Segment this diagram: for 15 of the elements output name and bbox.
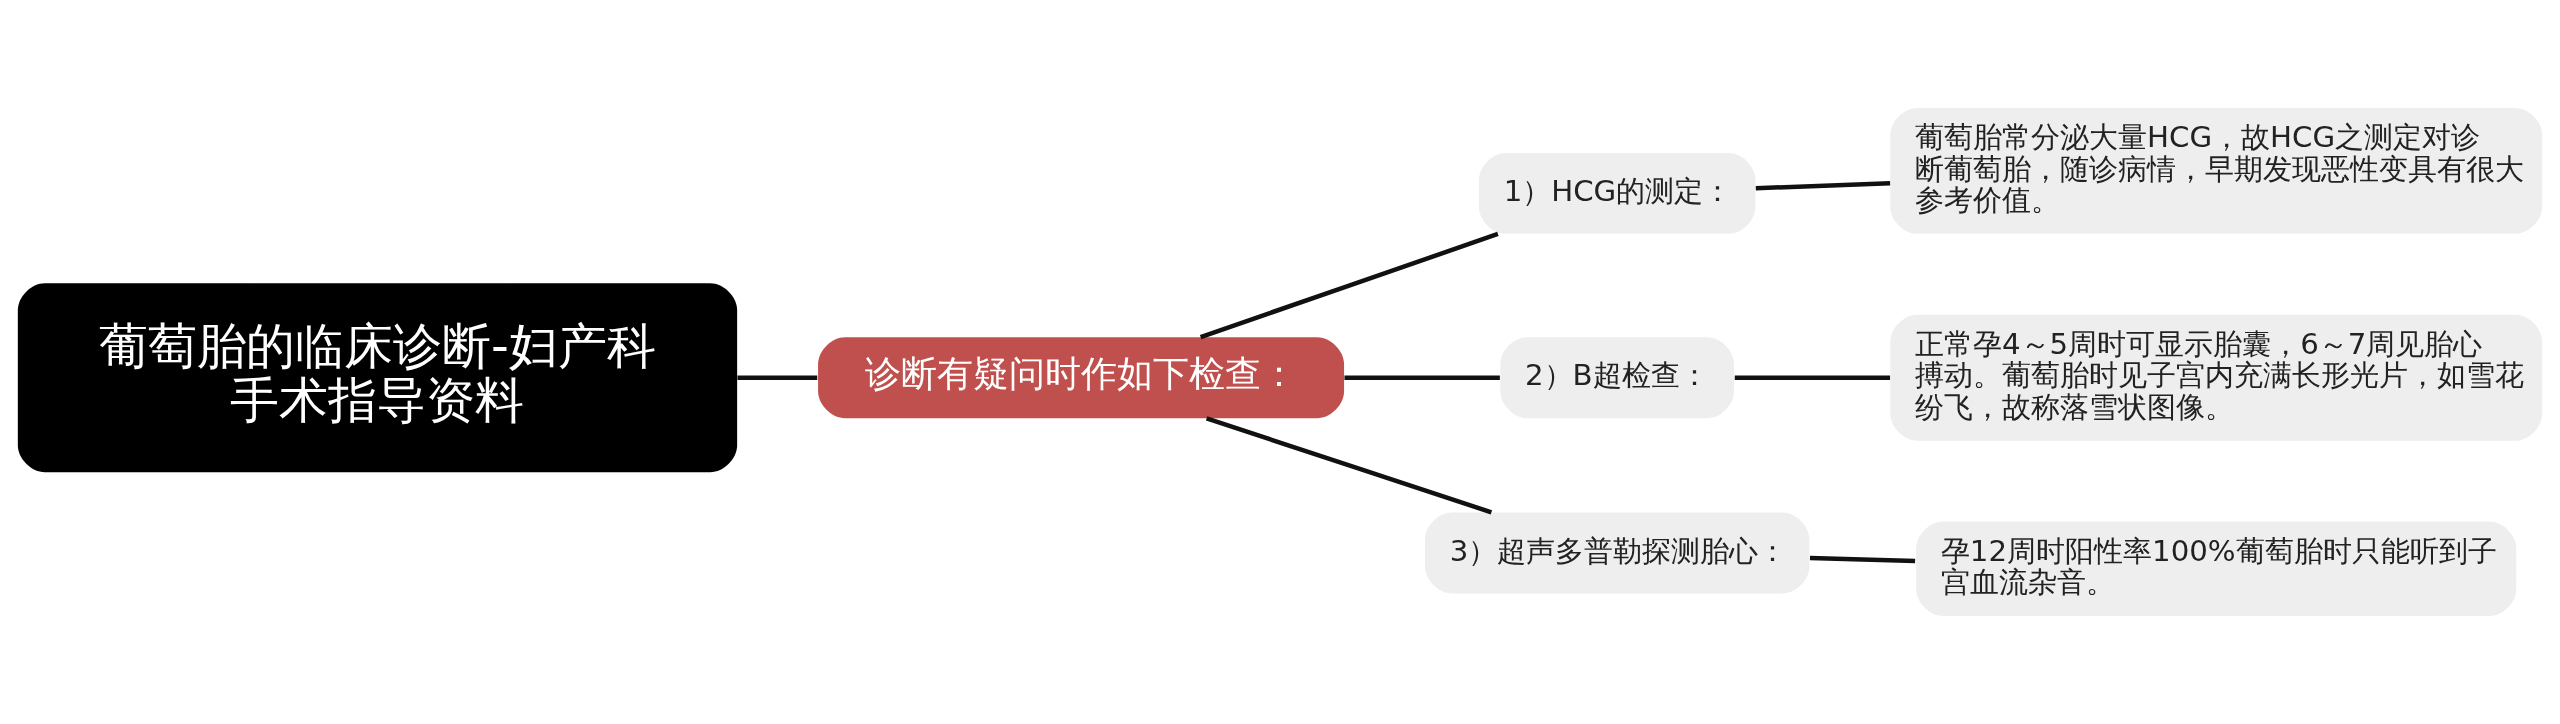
connector	[1344, 375, 1500, 380]
connector	[1199, 231, 1499, 340]
node-box: 3）超声多普勒探测胎心：	[1425, 512, 1810, 594]
node-box: 葡萄胎常分泌大量HCG，故HCG之测定对诊断葡萄胎，随诊病情，早期发现恶性变具有很大参考价值。	[1890, 108, 2543, 234]
connector	[737, 375, 818, 380]
node-box: 孕12周时阳性率100%葡萄胎时只能听到子宫血流杂音。	[1916, 521, 2517, 616]
connector	[1205, 416, 1493, 515]
connector	[1734, 375, 1891, 380]
node-box: 2）B超检查：	[1500, 337, 1735, 419]
connector	[1755, 180, 1891, 191]
node-box: 正常孕4～5周时可显示胎囊，6～7周见胎心搏动。葡萄胎时见子宫内充满长形光片，如雪花纷飞，故称落雪状图像。	[1890, 314, 2543, 441]
connector	[1809, 555, 1916, 564]
node-box: 诊断有疑问时作如下检查：	[818, 337, 1345, 419]
node-box: 葡萄胎的临床诊断-妇产科手术指导资料	[17, 283, 738, 473]
node-box: 1）HCG的测定：	[1478, 152, 1756, 234]
